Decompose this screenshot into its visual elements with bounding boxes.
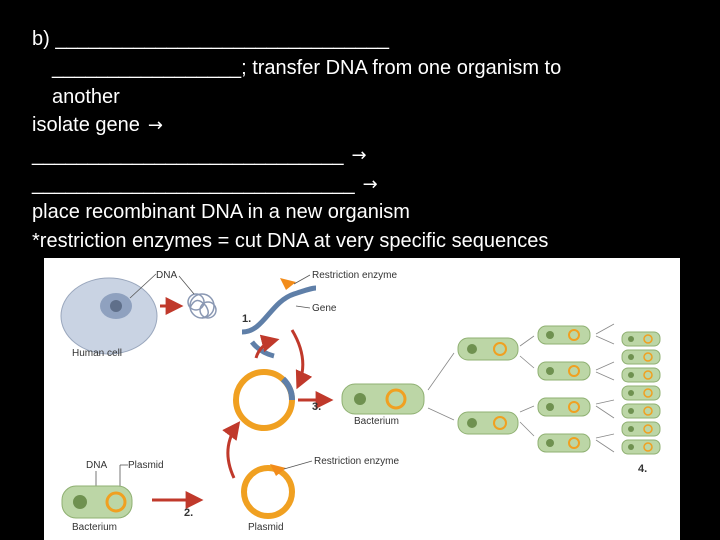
plasmid-bottom-label: Plasmid (248, 522, 284, 533)
text-line-restriction-enzymes: *restriction enzymes = cut DNA at very s… (32, 230, 549, 252)
bacterium-middle (341, 383, 425, 415)
arrow-gene-to-plasmid (254, 334, 280, 359)
division-lines (427, 323, 615, 453)
restriction-enzyme-top-label: Restriction enzyme (312, 270, 397, 281)
text-line-transfer-dna: _________________; transfer DNA from one… (52, 57, 562, 79)
text-line-blank-1: ____________________________ → (32, 143, 367, 168)
blank-1-text: ____________________________ (32, 144, 344, 166)
text-line-place-recombinant: place recombinant DNA in a new organism (32, 201, 410, 223)
cut-gene-fragment (250, 340, 275, 359)
dna-bottom-label: DNA (86, 460, 107, 471)
arrow-up-left (222, 421, 241, 479)
step-1: 1. (242, 313, 251, 325)
enzyme-top (280, 278, 296, 290)
gene-label: Gene (312, 303, 337, 314)
gene-strand (241, 285, 317, 335)
text-line-b: b) ______________________________ (32, 28, 390, 50)
text-line-isolate-gene: isolate gene → (32, 113, 163, 138)
dna-tangle (187, 293, 217, 319)
enzyme-bottom (270, 464, 286, 476)
step-3: 3. (312, 401, 321, 413)
diagram-svg: Human cell DNA Restriction enzyme Gene 1… (60, 270, 661, 533)
plasmid-bottom (241, 465, 295, 519)
restriction-enzyme-bottom-label: Restriction enzyme (314, 456, 399, 467)
text-line-another: another (52, 86, 120, 108)
bacteria-gen3 (537, 325, 591, 453)
recombinant-dna-diagram: Human cell DNA Restriction enzyme Gene 1… (44, 258, 680, 540)
right-arrow-icon: → (362, 174, 378, 195)
text-line-blank-2: _____________________________ → (32, 172, 378, 197)
blank-2-text: _____________________________ (32, 173, 355, 195)
human-cell (60, 277, 158, 355)
bacteria-gen2 (457, 337, 519, 435)
step-2: 2. (184, 507, 193, 519)
step-4: 4. (638, 463, 647, 475)
arrow-down-right (290, 329, 313, 390)
bacterium-bottom-label: Bacterium (72, 522, 117, 533)
bacterium-bottom (61, 485, 133, 519)
dna-label: DNA (156, 270, 177, 281)
bacterium-middle-label: Bacterium (354, 416, 399, 427)
right-arrow-icon: → (351, 145, 367, 166)
human-cell-label: Human cell (72, 348, 122, 359)
right-arrow-icon: → (147, 115, 163, 136)
isolate-gene-text: isolate gene (32, 114, 140, 136)
bacteria-gen4 (621, 331, 661, 455)
plasmid-top-label: Plasmid (128, 460, 164, 471)
